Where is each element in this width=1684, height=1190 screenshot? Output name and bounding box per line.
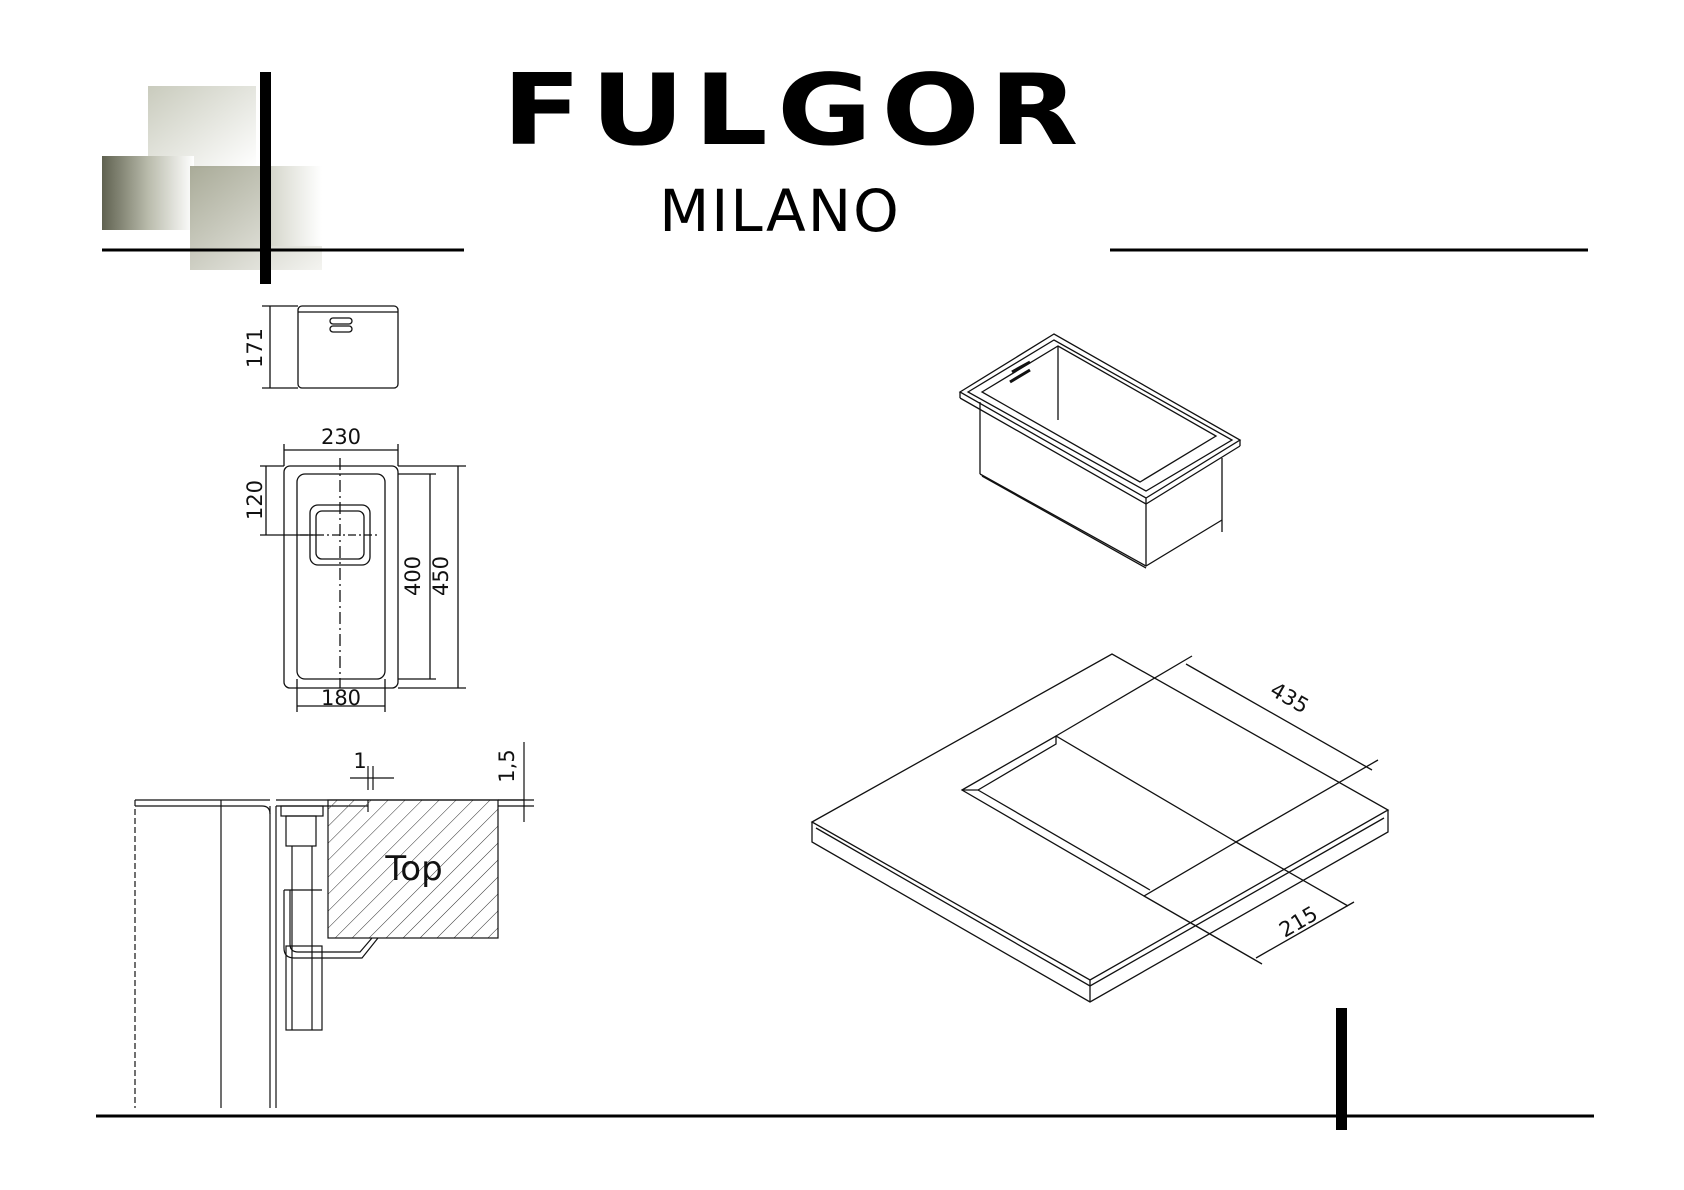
- dim-cutout-width: 215: [1275, 902, 1322, 943]
- countertop-label: Top: [384, 849, 442, 889]
- dim-rim: 1,5: [495, 749, 519, 782]
- dim-depth: 171: [243, 328, 267, 368]
- dim-cutout-length: 435: [1266, 678, 1313, 719]
- sink-isometric: [960, 334, 1240, 568]
- section-view: [135, 742, 534, 1108]
- header-decoration: [102, 72, 322, 284]
- dim-inner-width: 180: [321, 686, 361, 710]
- dim-outer-length: 450: [429, 556, 453, 596]
- front-elevation: [262, 306, 398, 388]
- dim-inner-length: 400: [401, 556, 425, 596]
- dim-outer-width: 230: [321, 425, 361, 449]
- dim-gap: 1: [353, 749, 366, 773]
- footer-rule: [96, 1008, 1594, 1130]
- dim-drain-offset: 120: [243, 480, 267, 520]
